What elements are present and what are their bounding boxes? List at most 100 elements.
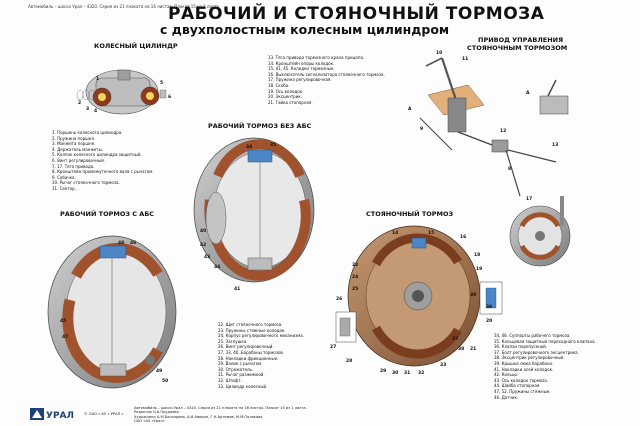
callout-label: 16 bbox=[460, 234, 466, 240]
footer-line: Редактор Н.А.Прудаева bbox=[134, 410, 179, 415]
callout-label: 49 bbox=[156, 368, 162, 374]
callout-label: 29 bbox=[380, 368, 386, 374]
callout-label: 43 bbox=[204, 254, 210, 260]
callout-label: 5 bbox=[160, 80, 163, 86]
logo-text: УРАЛ bbox=[46, 411, 74, 421]
legend-item: 6. Винт регулировочный. bbox=[52, 157, 106, 163]
callout-label-a: А bbox=[408, 106, 412, 112]
callout-label: 26 bbox=[336, 296, 342, 302]
callout-label: 35 bbox=[270, 142, 276, 148]
legend-item: 2. Пружина поршня. bbox=[52, 135, 96, 141]
footer-line: Художники А.М.Бочкарева, А.И.Аверин, Г.Н… bbox=[134, 414, 263, 419]
legend-item: 28. Накладки фрикционные. bbox=[218, 355, 279, 361]
legend-item: 22. Щит стояночного тормоза. bbox=[218, 322, 283, 327]
callout-label: 25 bbox=[352, 286, 358, 292]
callout-label: 22 bbox=[352, 262, 358, 268]
footer-line: ОАО «АЗ «Урал» bbox=[134, 419, 165, 424]
footer-line: Автомобиль – шасси Урал – 4320. Серия из… bbox=[134, 406, 307, 410]
callout-label: 3 bbox=[86, 106, 89, 112]
page-subtitle: с двухполостным колесным цилиндром bbox=[160, 22, 450, 37]
callout-label: 1 bbox=[96, 76, 99, 82]
brake-no-abs-drawing bbox=[193, 137, 315, 283]
callout-label: 4 bbox=[94, 108, 97, 114]
callout-label: 50 bbox=[162, 378, 168, 384]
callout-label: 39 bbox=[470, 292, 476, 298]
legend-item: 38. Эксцентрик регулировочный. bbox=[494, 355, 565, 361]
footer-credits: Автомобиль – шасси Урал – 4320. Серия из… bbox=[134, 406, 307, 424]
legend-item: 30. Отражатель. bbox=[218, 366, 254, 372]
legend-item: 35. Кольцевая защитный переходного клапа… bbox=[494, 338, 596, 344]
legend-item: 19. Ось колодок. bbox=[268, 88, 304, 94]
callout-label: 42 bbox=[200, 242, 206, 248]
callout-label: 30 bbox=[392, 370, 398, 376]
callout-label: 28 bbox=[346, 358, 352, 364]
callout-label: 6 bbox=[168, 94, 171, 100]
page-title: РАБОЧИЙ И СТОЯНОЧНЫЙ ТОРМОЗА bbox=[168, 4, 545, 24]
callout-label: 48 bbox=[118, 240, 124, 246]
legend-item: 1. Поршень колесного цилиндра. bbox=[52, 130, 123, 135]
header-caption: Автомобиль – шасси Урал – 4320. Серия из… bbox=[28, 4, 220, 9]
legend-item: 43. Ось колодок тормоза. bbox=[494, 377, 549, 383]
legend-item: 8. Кронштейн промежуточного вала с рычаг… bbox=[52, 169, 154, 175]
legend-item: 24. Корпус регулировочного механизма. bbox=[218, 333, 304, 339]
section-title-parking-drive-2: СТОЯНОЧНЫМ ТОРМОЗОМ bbox=[467, 44, 568, 52]
legend-item: 14. Кронштейн опоры колодок. bbox=[268, 60, 335, 66]
legend-left: 1. Поршень колесного цилиндра. 2. Пружин… bbox=[52, 130, 153, 192]
callout-label: 33 bbox=[440, 362, 446, 368]
legend-item: 20. Эксцентрик. bbox=[268, 94, 302, 100]
legend-item: 15, 41, 45. Колодки тормозные. bbox=[268, 66, 335, 72]
legend-item: 26. Винт регулировочный. bbox=[218, 344, 274, 350]
legend-item: 23. Пружины стяжные колодок. bbox=[218, 327, 286, 333]
legend-item: 18. Скоба. bbox=[268, 82, 290, 88]
callout-label: 47 bbox=[62, 334, 68, 340]
wheel-cylinder-drawing bbox=[76, 69, 167, 115]
callout-label: 14 bbox=[392, 230, 398, 236]
legend-right: 34, 48. Суппорты рабочего тормоза. 35. К… bbox=[494, 333, 596, 400]
callout-numbers: 1 2 3 4 5 6 10 11 12 13 9 8 17 А А 34 35… bbox=[60, 50, 558, 384]
callout-label: 40 bbox=[200, 228, 206, 234]
legend-item: 31. Рычаг разжимной. bbox=[218, 372, 265, 378]
callout-label: 31 bbox=[404, 370, 410, 376]
legend-item: 39. Крышка люка барабана. bbox=[494, 360, 554, 366]
section-title-brake-no-abs: РАБОЧИЙ ТОРМОЗ БЕЗ АБС bbox=[208, 122, 312, 130]
callout-label: 13 bbox=[552, 142, 558, 148]
legend-item: 46. Датчик. bbox=[494, 394, 519, 400]
legend-item: 27, 33, 40. Барабаны тормозов. bbox=[218, 349, 285, 355]
legend-item: 34, 48. Суппорты рабочего тормоза. bbox=[494, 333, 571, 338]
section-title-parking-brake: СТОЯНОЧНЫЙ ТОРМОЗ bbox=[366, 210, 454, 218]
legend-item: 10. Рычаг стояночного тормоза. bbox=[52, 180, 120, 186]
legend-item: 11. Сектор. bbox=[52, 185, 76, 191]
callout-label: 17 bbox=[526, 196, 532, 202]
callout-label: 21 bbox=[470, 346, 476, 352]
legend-item: 41. Накладки осей колодок. bbox=[494, 366, 554, 372]
legend-top: 13. Тяга привода тормозного крана прицеп… bbox=[268, 55, 385, 105]
callout-label: 9 bbox=[420, 126, 423, 132]
callout-label: 36 bbox=[486, 304, 492, 310]
callout-label: 8 bbox=[508, 166, 511, 172]
callout-label: 46 bbox=[130, 240, 136, 246]
footer-copyright: © ОАО « АЗ « УРАЛ » bbox=[84, 412, 124, 416]
legend-item: 25. Заглушка. bbox=[218, 338, 248, 344]
legend-item: 37. Болт регулировочного эксцентрика. bbox=[494, 349, 579, 355]
callout-label: 18 bbox=[474, 252, 480, 258]
callout-label-a: А bbox=[526, 90, 530, 96]
legend-item: 44. Шайба стопорная. bbox=[494, 383, 541, 389]
legend-item: 32. Штифт. bbox=[218, 377, 242, 383]
legend-item: 9. Собачка. bbox=[52, 174, 76, 180]
callout-label: 2 bbox=[78, 100, 81, 106]
parking-drive-drawing bbox=[419, 57, 571, 267]
legend-item: 5. Колпак колесного цилиндра защитный. bbox=[52, 152, 142, 158]
legend-item: 47, 52. Пружины стяжные. bbox=[494, 388, 551, 394]
callout-label: 37 bbox=[452, 336, 458, 342]
callout-label: 20 bbox=[486, 318, 492, 324]
legend-item: 3. Манжета поршня. bbox=[52, 141, 96, 147]
parking-brake-drawing bbox=[335, 225, 503, 367]
legend-item: 4. Держатель манжеты. bbox=[52, 146, 104, 152]
section-title-parking-drive: ПРИВОД УПРАВЛЕНИЯ bbox=[478, 36, 564, 44]
callout-label: 11 bbox=[462, 56, 468, 62]
callout-label: 41 bbox=[234, 286, 240, 292]
section-title-brake-abs: РАБОЧИЙ ТОРМОЗ С АБС bbox=[60, 210, 155, 218]
callout-label: 10 bbox=[436, 50, 442, 56]
legend-item: 16. Выключатель сигнализатора стояночног… bbox=[268, 71, 385, 77]
